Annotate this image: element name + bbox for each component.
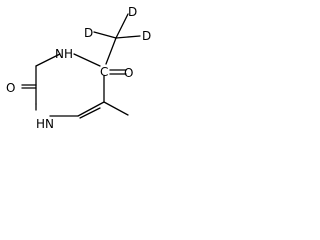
atom-label-o4: O — [124, 66, 133, 80]
atom-label-d2: D — [84, 26, 93, 40]
bond-group — [21, 13, 141, 119]
bond-c5-c6-second — [79, 107, 101, 119]
bond-cd3-d2 — [93, 31, 117, 39]
bond-n1-c6 — [35, 53, 61, 67]
bond-cd3-d3 — [115, 35, 141, 39]
atom-label-n1: HN — [36, 117, 54, 131]
atom-label-c: C — [100, 65, 108, 79]
atom-label-group: O NH HN C O D D D — [6, 5, 151, 131]
bond-n3-c4 — [73, 53, 101, 67]
atom-label-d1: D — [128, 5, 137, 19]
atom-label-d3: D — [142, 29, 151, 43]
chemical-structure: O NH HN C O D D D — [6, 5, 151, 131]
atom-label-o2: O — [6, 81, 15, 95]
bond-cd3-d1 — [115, 13, 129, 39]
bond-c5-methyl — [103, 101, 129, 116]
bond-c4-cd3 — [105, 37, 117, 65]
atom-label-n3: NH — [55, 47, 73, 61]
bond-c5-c6 — [77, 101, 105, 117]
